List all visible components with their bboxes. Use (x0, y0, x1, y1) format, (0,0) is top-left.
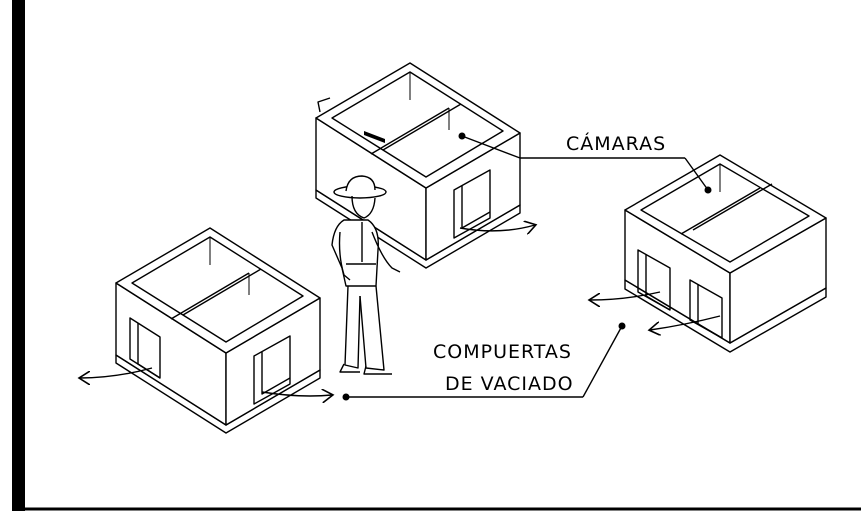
leader-camaras (458, 132, 712, 194)
chamber-box-right (624, 154, 827, 353)
flow-arrow-left-b (261, 392, 332, 396)
chamber-box-left (115, 227, 321, 434)
farmer-figure-icon (331, 175, 401, 375)
flow-arrow-right-a (590, 291, 661, 300)
flow-arrow-left-a (80, 367, 153, 378)
leader-compuertas (342, 322, 626, 401)
flow-arrow-top (459, 225, 535, 231)
label-compuertas-line2: DE VACIADO (445, 373, 574, 395)
frame-left-bar (12, 0, 25, 511)
label-compuertas-line1: COMPUERTAS (433, 341, 572, 363)
label-camaras: CÁMARAS (566, 132, 666, 155)
flow-arrow-right-b (650, 315, 721, 330)
